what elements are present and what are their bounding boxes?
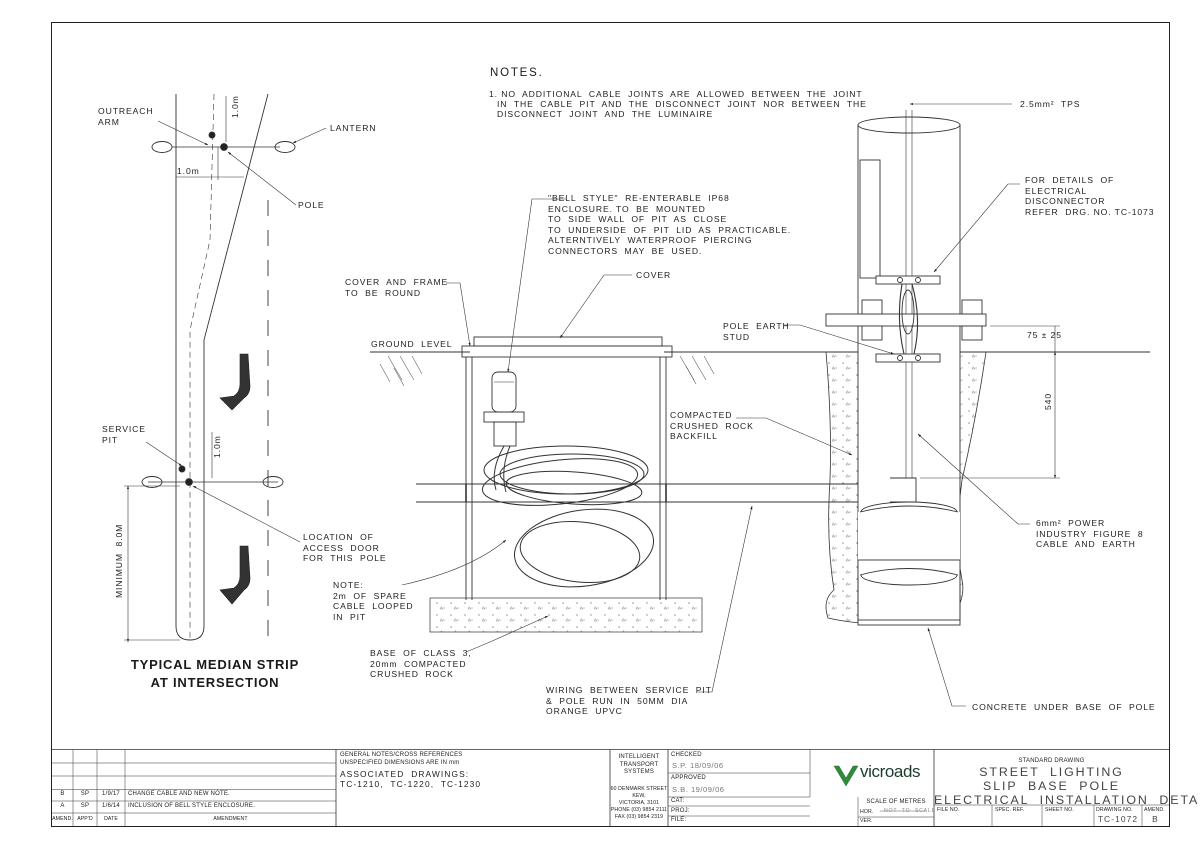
checked-label: CHECKED (671, 752, 702, 758)
rev-b-amend: B (60, 791, 65, 797)
vicroads-logo-mark (833, 765, 859, 787)
median-title: TYPICAL MEDIAN STRIP AT INTERSECTION (130, 657, 300, 690)
amend-value: B (1152, 814, 1159, 824)
label-access-door: LOCATION OF ACCESS DOOR FOR THIS POLE (303, 532, 387, 564)
hor-value: NOT TO SCALE (884, 808, 936, 814)
pole-detail (784, 102, 1060, 707)
checked-value: S.P. 18/09/06 (672, 761, 724, 770)
dim-1m-horizontal: 1.0m (177, 166, 200, 176)
drawing-no-label: DRAWING NO. (1096, 807, 1133, 813)
scale-label: SCALE OF METRES (866, 799, 926, 805)
cat-label: CAT: (671, 798, 685, 804)
traffic-arrow-bottom (219, 545, 251, 605)
traffic-arrow-top (219, 353, 251, 411)
base-flange (825, 313, 987, 327)
label-power-cable: 6mm² POWER INDUSTRY FIGURE 8 CABLE AND E… (1036, 518, 1144, 550)
rev-a-appd: SP (80, 803, 90, 809)
amend-label: AMEND. (1144, 807, 1165, 813)
rev-b-text: CHANGE CABLE AND NEW NOTE. (128, 791, 230, 797)
associated-drawings-list: TC-1210, TC-1220, TC-1230 (340, 779, 482, 789)
dim-75: 75 ± 25 (1027, 330, 1062, 340)
lantern-left (151, 141, 173, 153)
lantern-right (274, 141, 296, 153)
drawing-number: TC-1072 (1097, 814, 1139, 824)
its-address: 60 DENMARK STREET KEW, VICTORIA, 3101 PH… (610, 786, 668, 820)
rev-a-amend: A (60, 803, 65, 809)
label-tps: 2.5mm² TPS (1020, 99, 1081, 109)
label-disconnector: FOR DETAILS OF ELECTRICAL DISCONNECTOR R… (1025, 175, 1155, 217)
drawing-title: STREET LIGHTING SLIP BASE POLE ELECTRICA… (934, 765, 1200, 807)
label-ground-level: GROUND LEVEL (371, 339, 453, 349)
sheet-no-label: SHEET NO. (1045, 807, 1074, 813)
file-no-label: FILE NO. (937, 807, 960, 813)
rev-a-text: INCLUSION OF BELL STYLE ENCLOSURE. (128, 803, 255, 809)
rev-a-date: 1/6/14 (102, 803, 120, 809)
dim-1m-pit: 1.0m (212, 435, 222, 458)
approved-label: APPROVED (671, 775, 706, 781)
label-bell-style: "BELL STYLE" RE-ENTERABLE IP68 ENCLOSURE… (548, 193, 792, 256)
general-notes: GENERAL NOTES/CROSS REFERENCES UNSPECIFI… (340, 752, 463, 766)
label-wiring: WIRING BETWEEN SERVICE PIT & POLE RUN IN… (546, 685, 712, 717)
dim-1m-top: 1.0m (230, 95, 240, 118)
label-earth-stud: POLE EARTH STUD (723, 321, 790, 342)
pit-marker-top (208, 131, 216, 139)
pit-cover (473, 336, 663, 347)
pit-base (429, 597, 703, 633)
vicroads-logo-text: vicroads (860, 762, 921, 781)
service-pit-marker (178, 465, 186, 473)
title-block-grid (51, 749, 1170, 827)
cable-loops (481, 445, 655, 588)
dim-minimum: MINIMUM 8.0M (114, 523, 124, 598)
access-door (859, 159, 881, 279)
note-line-3: DISCONNECT JOINT AND THE LUMINAIRE (497, 109, 714, 119)
rev-b-date: 1/9/17 (102, 791, 120, 797)
pit-frame (461, 345, 673, 358)
bell-enclosure (491, 371, 517, 413)
sheet-border (51, 22, 1170, 827)
label-pole: POLE (298, 200, 325, 210)
rev-header-appd: APP'D (77, 816, 93, 822)
label-cover: COVER (636, 270, 672, 280)
ver-label: VER. (860, 818, 873, 824)
note-line-1: 1. NO ADDITIONAL CABLE JOINTS ARE ALLOWE… (489, 89, 863, 99)
note-line-2: IN THE CABLE PIT AND THE DISCONNECT JOIN… (497, 99, 867, 109)
rev-header-amendment: AMENDMENT (213, 816, 248, 822)
median-left-edge (175, 93, 269, 641)
label-base-class: BASE OF CLASS 3, 20mm COMPACTED CRUSHED … (370, 648, 472, 680)
spec-ref-label: SPEC. REF. (995, 807, 1025, 813)
label-compacted-backfill: COMPACTED CRUSHED ROCK BACKFILL (670, 410, 754, 442)
pole-marker (220, 143, 228, 151)
label-concrete: CONCRETE UNDER BASE OF POLE (972, 702, 1156, 712)
proj-label: PROJ: (671, 808, 690, 814)
pit-section (370, 198, 1150, 693)
label-service-pit: SERVICE PIT (102, 424, 146, 445)
associated-drawings-label: ASSOCIATED DRAWINGS: (340, 769, 470, 779)
dim-540: 540 (1043, 392, 1053, 410)
standard-drawing-label: STANDARD DRAWING (1018, 758, 1085, 764)
rev-header-amend: AMEND. (52, 816, 73, 822)
label-cover-frame: COVER AND FRAME TO BE ROUND (345, 277, 449, 298)
hor-label: HOR. (860, 809, 874, 815)
its-name: INTELLIGENT TRANSPORT SYSTEMS (618, 754, 660, 775)
rev-header-date: DATE (104, 816, 118, 822)
median-strip-plan (124, 93, 327, 643)
pole-marker-lower (185, 478, 193, 486)
label-outreach-arm: OUTREACH ARM (98, 106, 154, 127)
approved-value: S.B. 19/09/06 (672, 785, 725, 794)
file-label: FILE: (671, 817, 687, 823)
rev-b-appd: SP (80, 791, 90, 797)
label-spare-cable-note: NOTE: 2m OF SPARE CABLE LOOPED IN PIT (333, 580, 414, 622)
label-lantern: LANTERN (330, 123, 377, 133)
notes-heading: NOTES. (490, 67, 544, 79)
